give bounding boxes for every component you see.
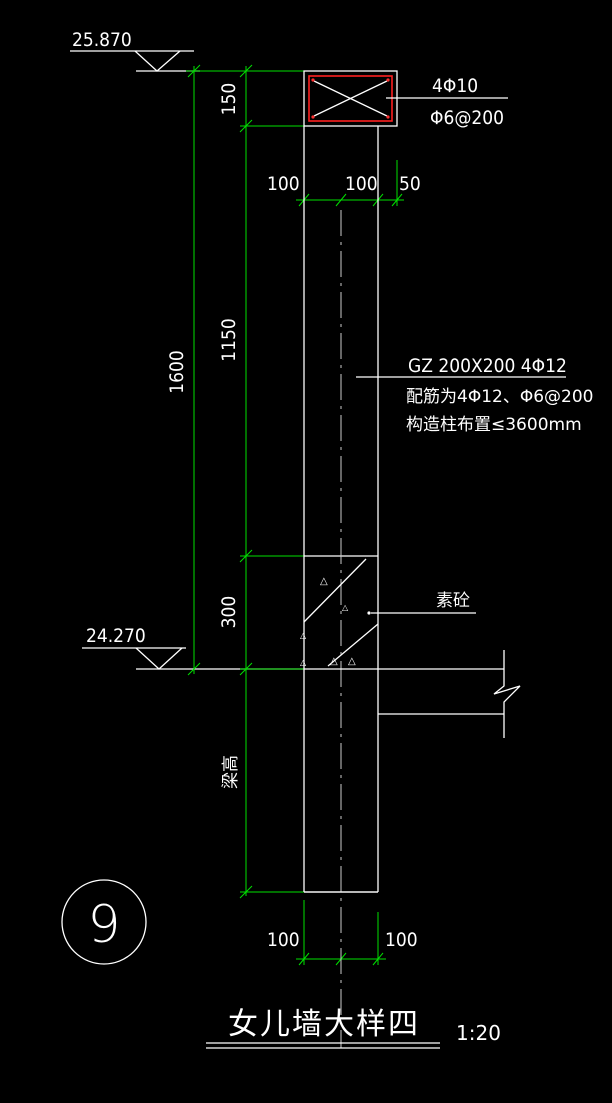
dim-150: 150 [218, 83, 240, 116]
detail-number-marker: 9 [61, 879, 147, 965]
svg-text:△: △ [300, 658, 307, 667]
roof-slab [304, 650, 521, 893]
coping-rebar-stirrup: Φ6@200 [430, 107, 504, 129]
detail-number: 9 [87, 895, 120, 955]
column-note-line3: 构造柱布置≤3600mm [406, 415, 582, 435]
bottom-elevation-label: 24.270 [86, 625, 146, 647]
dim-300: 300 [218, 596, 240, 629]
plain-concrete-curb: △ △ △ △ △ △ [300, 558, 476, 667]
top-dim-100-mid: 100 [345, 173, 378, 195]
svg-text:△: △ [300, 631, 307, 640]
top-elevation-marker: 25.870 [70, 29, 200, 72]
dim-1600: 1600 [166, 350, 188, 394]
svg-text:△: △ [342, 603, 349, 612]
dim-beam-height: 梁高 [221, 755, 241, 789]
bottom-dim-100-left: 100 [267, 929, 300, 951]
coping-beam [303, 70, 508, 127]
title-block [206, 1042, 440, 1049]
top-elevation-label: 25.870 [72, 29, 132, 51]
coping-rebar-main: 4Φ10 [432, 75, 478, 97]
top-dim-100-left: 100 [267, 173, 300, 195]
drawing-scale: 1:20 [456, 1021, 501, 1045]
bottom-dim-100-right: 100 [385, 929, 418, 951]
dim-1150: 1150 [218, 318, 240, 362]
column-note-line2: 配筋为4Φ12、Φ6@200 [406, 387, 593, 407]
drawing-title: 女儿墙大样四 [228, 1007, 420, 1042]
svg-text:△: △ [348, 656, 356, 667]
svg-text:△: △ [330, 656, 338, 667]
vertical-dimensions [186, 64, 304, 899]
top-dim-50: 50 [399, 173, 421, 195]
plain-concrete-label: 素砼 [436, 591, 470, 611]
svg-text:△: △ [320, 576, 328, 587]
bottom-elevation-marker: 24.270 [82, 625, 304, 670]
column-note-line1: GZ 200X200 4Φ12 [408, 355, 567, 377]
parapet-wall [303, 126, 379, 1048]
